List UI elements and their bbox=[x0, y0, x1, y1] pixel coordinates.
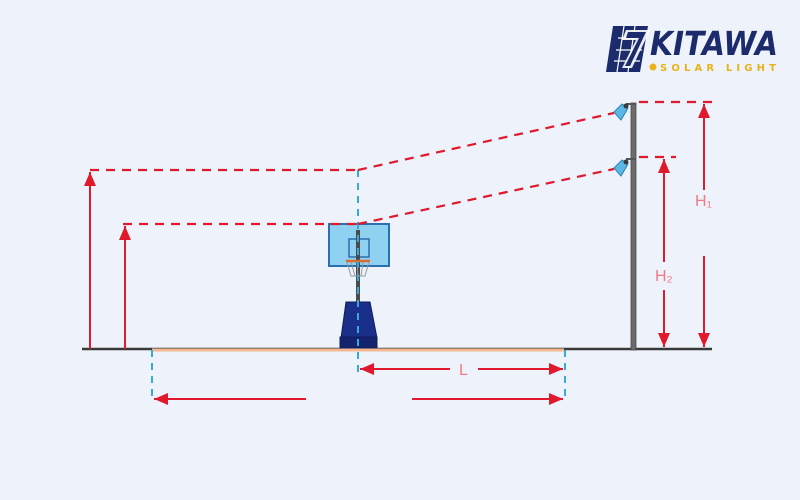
kitawa-logo: KITAWA SOLAR LIGHT bbox=[606, 24, 778, 74]
sun-icon bbox=[649, 63, 657, 71]
lower-beam-ray bbox=[357, 167, 615, 226]
solar-panel-logo-icon bbox=[606, 25, 650, 73]
lower-lamp-icon bbox=[613, 159, 629, 177]
light-pole bbox=[626, 102, 637, 351]
upper-beam-ray bbox=[357, 111, 615, 172]
logo-tagline-text: SOLAR LIGHT bbox=[660, 63, 776, 74]
logo-brand-text: KITAWA bbox=[650, 24, 778, 63]
length-label: L bbox=[459, 362, 468, 379]
h2-label: H₂ bbox=[655, 268, 673, 285]
h1-label: H₁ bbox=[695, 193, 712, 210]
upper-lamp-icon bbox=[613, 103, 629, 121]
